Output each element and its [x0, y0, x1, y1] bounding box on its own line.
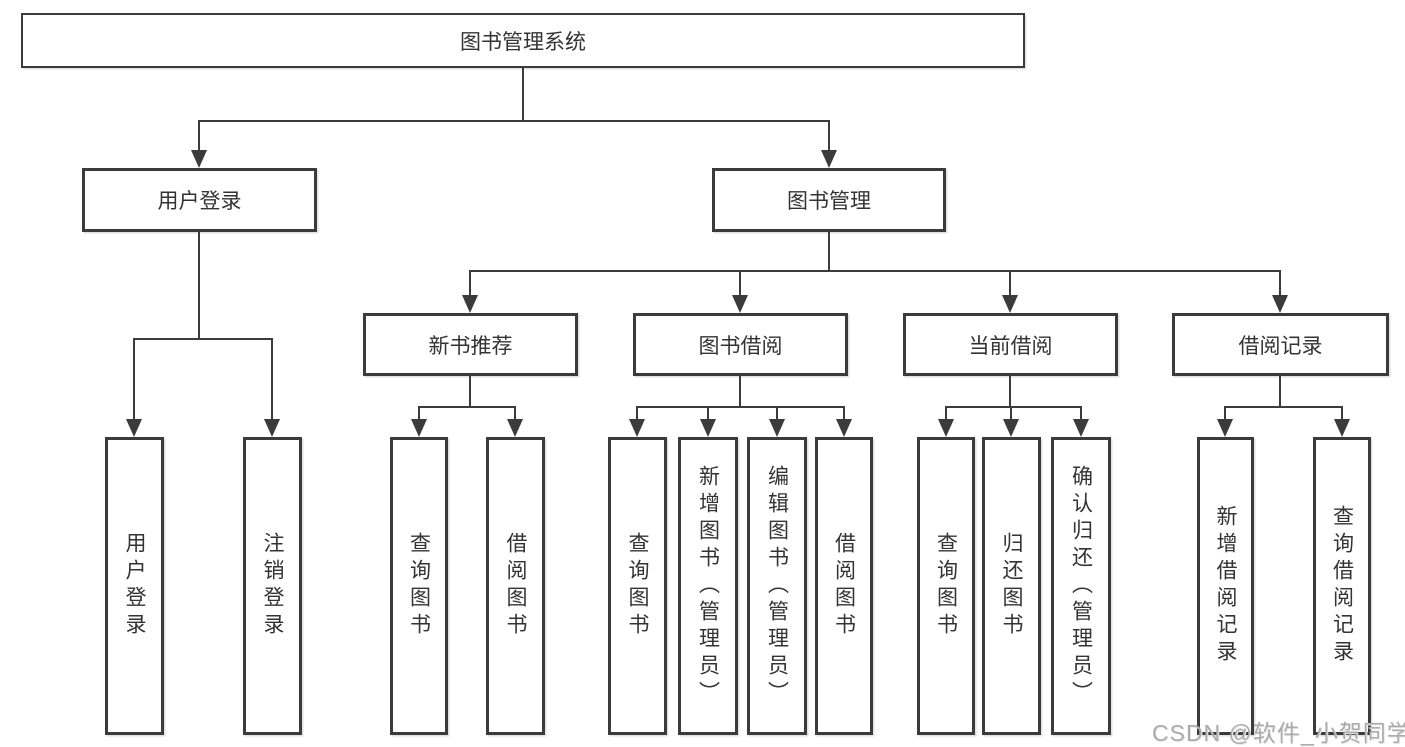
leaf-query-books-borrow: 查询图书 [608, 437, 667, 735]
node-book-borrow: 图书借阅 [633, 313, 848, 376]
connector-drop [945, 406, 947, 420]
leaf-logout: 注销登录 [243, 437, 302, 735]
node-label: 用户登录 [157, 190, 242, 213]
leaf-confirm-return-admin: 确认归还（管理员） [1051, 437, 1111, 735]
leaf-edit-book-admin: 编辑图书（管理员） [747, 437, 807, 735]
leaf-label: 查询借阅记录 [1330, 505, 1354, 667]
connector-mgmt-bracket [469, 270, 1281, 272]
arrowhead-login-icon [126, 419, 142, 437]
connector-drop [636, 406, 638, 420]
csdn-watermark: CSDN @软件_小贺同学 [1152, 720, 1405, 746]
arrowhead-user-login-icon [191, 150, 207, 168]
node-label: 图书借阅 [698, 334, 783, 358]
node-label: 当前借阅 [968, 334, 1053, 358]
leaf-return-books: 归还图书 [982, 437, 1041, 735]
leaf-borrow-books: 借阅图书 [815, 437, 873, 735]
connector-drop-recommend [469, 270, 471, 296]
leaf-label: 借阅图书 [832, 532, 856, 640]
leaf-add-book-admin: 新增图书（管理员） [678, 437, 738, 735]
arrowhead-icon [507, 419, 523, 437]
arrowhead-icon [411, 419, 427, 437]
connector-records-bracket [1224, 406, 1343, 408]
connector-borrow-stem [739, 376, 741, 406]
leaf-label: 新增借阅记录 [1214, 505, 1237, 667]
leaf-label: 查询图书 [626, 532, 649, 640]
connector-drop [1010, 406, 1012, 420]
arrowhead-icon [1003, 419, 1019, 437]
leaf-label: 归还图书 [1000, 532, 1023, 640]
connector-drop [776, 406, 778, 420]
leaf-add-borrow-record: 新增借阅记录 [1197, 437, 1254, 735]
connector-drop-records [1279, 270, 1281, 296]
arrowhead-logout-icon [264, 419, 280, 437]
connector-drop-login [133, 338, 135, 420]
arrowhead-icon [769, 419, 785, 437]
arrowhead-book-mgmt-icon [821, 150, 837, 168]
leaf-label: 新增图书（管理员） [696, 464, 720, 708]
leaf-label: 注销登录 [261, 532, 284, 640]
connector-current-bracket [945, 406, 1082, 408]
leaf-label: 查询图书 [934, 532, 958, 640]
connector-drop-current [1009, 270, 1011, 296]
connector-drop [514, 406, 516, 420]
leaf-query-books-current: 查询图书 [917, 437, 975, 735]
arrowhead-recommend-icon [462, 295, 478, 313]
connector-user-bracket [133, 338, 273, 340]
connector-root-stem [522, 68, 524, 120]
node-user-login: 用户登录 [82, 168, 317, 232]
leaf-label: 用户登录 [123, 532, 146, 640]
node-label: 图书管理系统 [460, 30, 586, 54]
arrowhead-borrow-icon [732, 295, 748, 313]
connector-drop [843, 406, 845, 420]
node-current-borrow: 当前借阅 [903, 313, 1118, 376]
leaf-query-borrow-record: 查询借阅记录 [1313, 437, 1371, 735]
node-borrow-records: 借阅记录 [1172, 313, 1389, 376]
connector-drop [1080, 406, 1082, 420]
connector-user-stem [198, 232, 200, 338]
node-label: 新书推荐 [428, 334, 513, 358]
leaf-borrow-books-recommend: 借阅图书 [486, 437, 545, 735]
connector-drop-user-login [198, 120, 200, 151]
connector-current-stem [1009, 376, 1011, 406]
connector-root-bracket [198, 120, 830, 122]
connector-drop [418, 406, 420, 420]
leaf-label: 借阅图书 [504, 532, 527, 640]
leaf-label: 确认归还（管理员） [1069, 464, 1093, 708]
leaf-label: 查询图书 [407, 532, 431, 640]
leaf-label: 编辑图书（管理员） [765, 464, 789, 708]
arrowhead-icon [700, 419, 716, 437]
node-book-management: 图书管理 [712, 168, 946, 232]
leaf-user-login: 用户登录 [105, 437, 164, 735]
node-new-book-recommend: 新书推荐 [363, 313, 578, 376]
node-label: 图书管理 [787, 190, 871, 213]
connector-mgmt-stem [828, 232, 830, 270]
arrowhead-icon [629, 419, 645, 437]
arrowhead-icon [938, 419, 954, 437]
connector-drop [1224, 406, 1226, 420]
connector-recommend-stem [469, 376, 471, 406]
arrowhead-current-icon [1002, 295, 1018, 313]
connector-borrow-bracket [636, 406, 845, 408]
arrowhead-icon [1073, 419, 1089, 437]
arrowhead-icon [836, 419, 852, 437]
connector-drop-book-mgmt [828, 120, 830, 151]
connector-drop-borrow [739, 270, 741, 296]
connector-drop [707, 406, 709, 420]
arrowhead-records-icon [1272, 295, 1288, 313]
connector-records-stem [1279, 376, 1281, 406]
arrowhead-icon [1334, 419, 1350, 437]
leaf-query-books-recommend: 查询图书 [390, 437, 448, 735]
node-label: 借阅记录 [1238, 334, 1323, 358]
connector-drop-logout [271, 338, 273, 420]
arrowhead-icon [1217, 419, 1233, 437]
connector-drop [1341, 406, 1343, 420]
connector-recommend-bracket [418, 406, 516, 408]
node-library-management-system: 图书管理系统 [21, 13, 1025, 68]
